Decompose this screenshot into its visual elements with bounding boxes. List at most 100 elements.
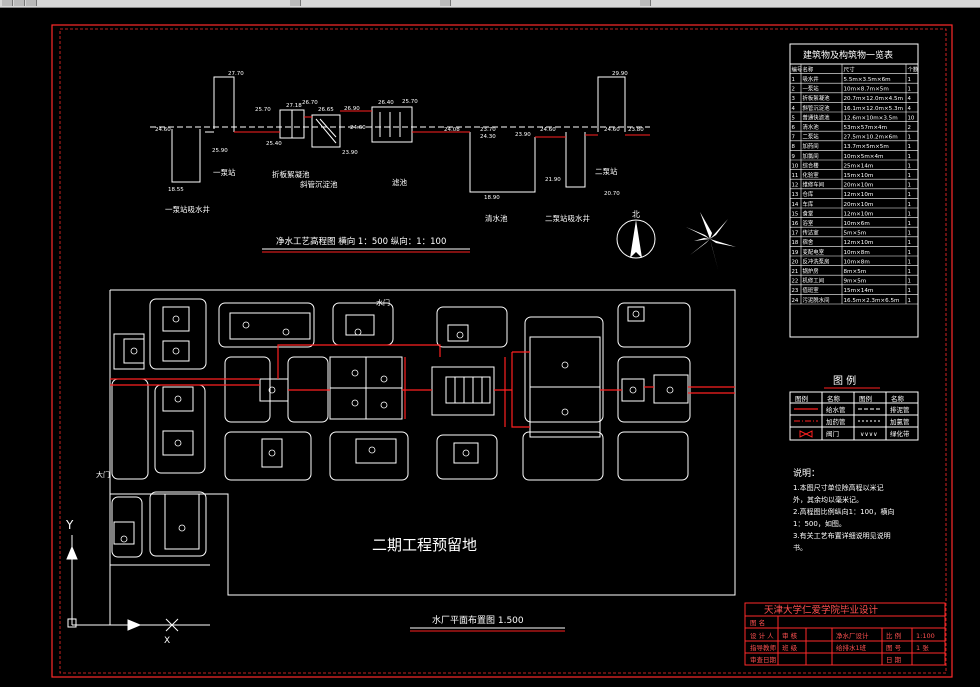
table-cell: 10m×5m×4m: [844, 154, 884, 160]
table-cell: 车库: [803, 200, 814, 208]
profile-structure-labels: 一泵站吸水井 一泵站 折板絮凝池 斜管沉淀池 滤池 清水池 二泵站 二泵站吸水井: [165, 166, 618, 223]
building: [345, 314, 375, 336]
toolbar-button[interactable]: [440, 0, 451, 6]
table-cell: 1: [908, 259, 911, 265]
filter-plan: [431, 366, 495, 416]
elev-label: 18.55: [168, 187, 184, 193]
table-cell: 12m×10m: [844, 192, 874, 198]
table-cell: 加氯间: [803, 152, 819, 160]
table-cell: 14: [792, 202, 799, 208]
outer-frame: [51, 24, 953, 678]
building: [162, 306, 190, 332]
elev-label: 29.90: [612, 71, 628, 77]
pump1-shape: [213, 76, 235, 132]
note-line: 外，其余均以毫米记。: [793, 495, 863, 504]
process-profile: [150, 76, 650, 193]
table-cell: 15m×14m: [844, 288, 874, 294]
block: [149, 298, 207, 370]
tb-cell: 审 核: [782, 631, 798, 640]
elev-label: 23.80: [628, 127, 644, 133]
table-cell: 1: [908, 269, 911, 275]
plan-markers: [120, 310, 674, 543]
toolbar-button[interactable]: [290, 0, 301, 6]
label-pump1: 一泵站: [213, 167, 236, 177]
table-cell: 1: [908, 173, 911, 179]
elev-label: 23.70: [480, 127, 496, 133]
table-header-cell: 名称: [803, 65, 814, 73]
table-cell: 3: [792, 96, 795, 102]
profile-title: 净水工艺高程图 横向 1：500 纵向：1：100: [276, 236, 446, 247]
table-cell: 1: [792, 77, 795, 83]
table-cell: 10m×8m: [844, 259, 870, 265]
school-name: 天津大学仁爱学院毕业设计: [764, 604, 879, 616]
pump-house-plan: [653, 374, 689, 404]
label-intake-well: 一泵站吸水井: [165, 204, 210, 214]
table-cell: 传达室: [803, 229, 820, 237]
table-cell: 23: [792, 288, 799, 294]
label-pump2: 二泵站: [595, 166, 618, 176]
table-cell: 15: [792, 211, 799, 217]
inner-frame: [59, 28, 947, 674]
ucs-axis-icon: [66, 535, 179, 632]
building: [123, 338, 145, 364]
block: [332, 302, 394, 346]
table-cell: 10m×6m: [844, 221, 870, 227]
block: [224, 356, 271, 423]
building: [453, 442, 479, 464]
table-cell: 21: [792, 269, 799, 275]
table-cell: 4: [908, 96, 912, 102]
toolbar-button[interactable]: [2, 0, 13, 6]
table-cell: 清水池: [803, 123, 820, 131]
table-cell: 化验室: [803, 171, 820, 179]
elev-label: 24.60: [604, 127, 620, 133]
table-cell: 10: [908, 115, 915, 121]
label-floc: 折板絮凝池: [272, 169, 310, 179]
toolbar-button[interactable]: [26, 0, 37, 6]
table-cell: 2: [792, 87, 795, 93]
gate-top-label: 水门: [376, 298, 390, 307]
tb-cell: 1 张: [916, 643, 929, 652]
elev-label: 18.90: [484, 195, 500, 201]
table-cell: 20.7m×12.0m×4.5m: [844, 96, 904, 102]
building: [113, 521, 135, 545]
elev-label: 26.40: [378, 100, 394, 106]
table-cell: 20m×10m: [844, 183, 874, 189]
legend-name: 加氯管: [890, 417, 910, 426]
legend-header: 图例: [795, 394, 808, 403]
block: [218, 302, 315, 348]
table-title: 建筑物及构筑物一览表: [803, 49, 893, 61]
north-compass: 北: [616, 210, 656, 259]
tb-cell: 审查日期: [750, 655, 777, 664]
toolbar-button[interactable]: [640, 0, 651, 6]
reserve-land-label: 二期工程预留地: [372, 536, 477, 554]
table-cell: 1: [908, 231, 911, 237]
legend-header: 名称: [827, 394, 841, 403]
table-cell: 5m×5m: [844, 231, 867, 237]
elev-label: 21.90: [545, 177, 561, 183]
elevation-labels: 24.60 27.70 25.90 27.18 26.70 26.65 26.9…: [155, 71, 644, 201]
sed-shape: [311, 114, 341, 148]
block: [436, 434, 498, 480]
table-cell: 9m×5m: [844, 279, 867, 285]
tb-cell: 净水厂设计: [836, 631, 869, 640]
building: [627, 306, 645, 322]
table-cell: 1: [908, 135, 911, 141]
toolbar-button[interactable]: [14, 0, 25, 6]
legend-name: 绿化带: [890, 429, 910, 438]
block: [617, 302, 691, 348]
building: [261, 438, 283, 468]
table-cell: 25m×14m: [844, 163, 874, 169]
table-cell: 二泵站: [803, 133, 820, 141]
elev-label: 24.60: [350, 125, 366, 131]
table-cell: 2: [908, 125, 911, 131]
elev-label: 24.30: [480, 134, 496, 140]
table-cell: 1: [908, 240, 911, 246]
elev-label: 20.70: [604, 191, 620, 197]
table-cell: 维修车间: [803, 181, 825, 189]
note-line: 2.高程图比例纵向1：100，横向: [793, 507, 895, 516]
table-header-cell: 个数: [908, 65, 919, 73]
table-cell: 1: [908, 87, 911, 93]
table-cell: 16: [792, 221, 799, 227]
table-cell: 11: [792, 173, 799, 179]
